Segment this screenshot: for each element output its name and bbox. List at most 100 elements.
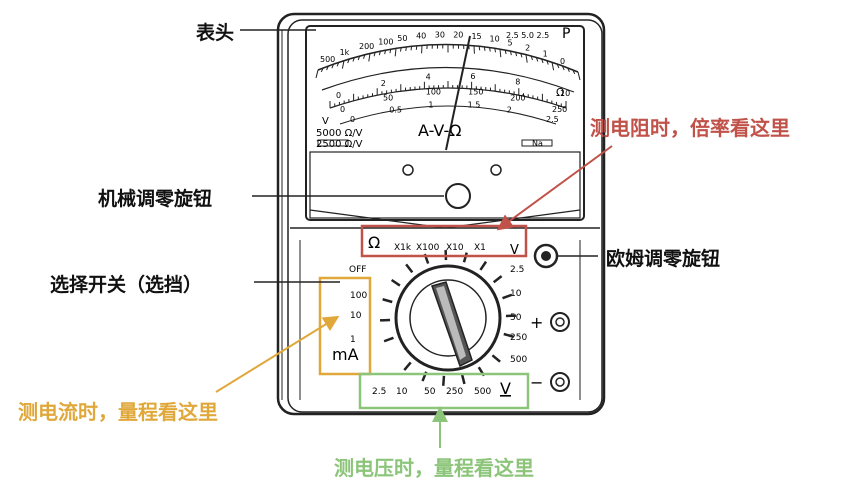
meter-head — [305, 25, 585, 229]
scale-tick — [541, 58, 544, 64]
note-current: 测电流时，量程看这里 — [18, 400, 218, 424]
scale-tick — [499, 49, 502, 58]
scale-tick — [357, 55, 361, 61]
scale-tick — [384, 50, 387, 55]
scale-tick — [336, 62, 340, 67]
selector-tick — [462, 252, 468, 263]
selector-tick — [383, 336, 394, 343]
scale-tick — [509, 50, 512, 56]
selector-knob[interactable] — [394, 264, 502, 372]
scale-tick — [535, 57, 539, 62]
scale-tick — [410, 46, 413, 51]
scale-tick — [320, 67, 324, 73]
dcv-bottom-label: 2.5 — [372, 387, 386, 397]
dc-scale-label: 100 — [426, 88, 441, 97]
dc-scale-label: 2 — [507, 105, 512, 114]
selector-tick — [479, 260, 488, 271]
dcv-right-label: 250 — [510, 333, 527, 343]
ohm-scale-label: 10 — [490, 35, 500, 44]
screw-left — [402, 164, 414, 176]
terminal-plus: + — [530, 313, 543, 332]
dc-scale-label: 4 — [426, 72, 431, 81]
selector-tick — [492, 275, 503, 284]
selector-ticks — [379, 249, 517, 386]
dcv-bottom-label: 500 — [474, 387, 491, 397]
selector-tick — [405, 263, 414, 274]
scale-tick — [331, 63, 335, 69]
ohm-scale-label: 500 — [320, 55, 335, 64]
dcv-right-labels: 2.5 10 50 250 500 — [510, 265, 527, 365]
dc-scale-label: 150 — [468, 88, 483, 97]
dc-scale-label: 2 — [381, 79, 386, 88]
dc-scale-label: 0.5 — [389, 105, 402, 114]
scale-tick — [394, 48, 397, 57]
ma-range-label: 10 — [350, 311, 362, 321]
scale-tick — [389, 49, 392, 54]
dcv-bottom-label: 250 — [446, 387, 463, 397]
ohm-range-label: X100 — [416, 243, 440, 253]
scale-tick — [520, 53, 523, 58]
ohm-scale-label: 15 — [471, 32, 481, 41]
scale-tick — [483, 46, 486, 51]
dcv-right-label: 500 — [510, 355, 527, 365]
selector-tick — [382, 298, 393, 304]
mechanical-zero-knob[interactable] — [445, 183, 471, 209]
dcv-right-label: 10 — [510, 289, 522, 299]
dc-scale-label: 6 — [470, 72, 475, 81]
scale-ticks — [315, 44, 581, 108]
ohm-range-label: X1k — [394, 243, 412, 253]
selector-v-bottom: V — [500, 379, 511, 398]
scale-tick — [315, 69, 319, 79]
scale-tick — [489, 47, 491, 52]
dc-scale-label: 50 — [383, 93, 393, 102]
selector-off: OFF — [349, 265, 366, 275]
selector-ohm-symbol: Ω — [368, 233, 380, 252]
dc-scale-label: 0 — [340, 105, 345, 114]
label-mech-zero-knob: 机械调零旋钮 — [98, 188, 213, 210]
ma-range-label: 100 — [350, 291, 367, 301]
screw-right — [490, 164, 502, 176]
range-marks: 2.5 5.0 2.5 — [506, 31, 549, 40]
ohm-scale-label: 100 — [378, 37, 393, 46]
scale-tick — [373, 52, 376, 57]
dcv-bottom-label: 10 — [396, 387, 408, 397]
selector-tick — [502, 293, 513, 300]
dc-scale-label: 10 — [560, 89, 570, 98]
scale-tick — [399, 47, 402, 52]
ohm-range-label: X1 — [474, 243, 486, 253]
ohm-scale-label: 1 — [543, 50, 548, 59]
dcv-right-label: 50 — [510, 313, 522, 323]
scale-tick — [347, 58, 350, 64]
resistance-highlight-box — [360, 224, 528, 258]
current-highlight-box — [318, 276, 372, 376]
ohm-scale-label: 20 — [453, 31, 463, 40]
dc-scale-label: 8 — [515, 78, 520, 87]
scale-tick — [494, 48, 497, 53]
scale-tick — [546, 60, 549, 65]
dcv-right-label: 2.5 — [510, 265, 524, 275]
ohm-scale-label: 2 — [525, 43, 530, 52]
scale-tick — [577, 71, 581, 81]
selector-tick — [460, 373, 466, 385]
scale-tick — [525, 54, 528, 63]
dc-scale-label: 250 — [552, 105, 567, 114]
needle — [445, 35, 471, 151]
scale-tick — [504, 49, 507, 55]
scale-tick — [515, 52, 518, 57]
terminal-minus: − — [530, 373, 543, 392]
scale-tick — [530, 55, 533, 61]
ohm-scale-label: 30 — [435, 31, 445, 40]
scale-tick — [352, 57, 355, 62]
note-resistance: 测电阻时，倍率看这里 — [590, 116, 790, 140]
scale-tick — [561, 65, 565, 71]
selector-tick — [442, 375, 446, 386]
ohm-scale-label: 5 — [507, 38, 512, 47]
na-label: Na — [532, 139, 543, 148]
arrow-current — [215, 315, 340, 393]
